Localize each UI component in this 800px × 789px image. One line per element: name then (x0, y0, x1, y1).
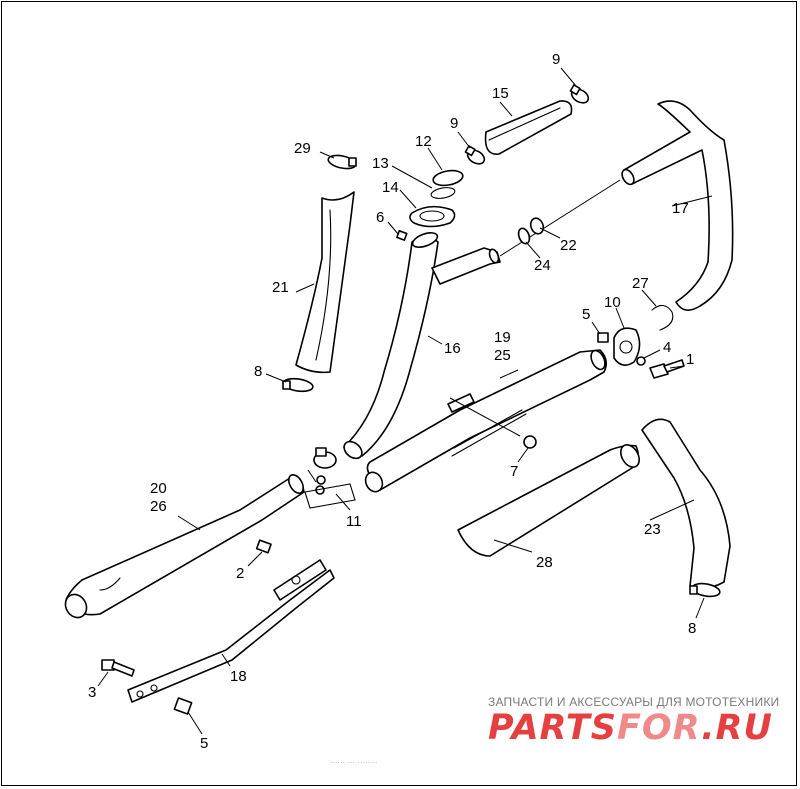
front-muffler (64, 474, 305, 619)
callout-19: 19 (494, 329, 511, 346)
callout-21: 21 (272, 279, 289, 296)
callout-23: 23 (644, 521, 661, 538)
heat-shield-front (484, 100, 573, 155)
hose-clamp-8b (689, 582, 721, 598)
hose-clamp-mid (464, 145, 486, 165)
bolt-2 (255, 539, 272, 554)
watermark-caption: ЗАПЧАСТИ И АКСЕССУАРЫ ДЛЯ МОТОТЕХНИКИ (488, 695, 780, 709)
callout-28: 28 (536, 554, 553, 571)
ring-24 (517, 227, 531, 245)
rear-head-pipe (621, 100, 734, 311)
callout-27: 27 (632, 275, 649, 292)
callout-4: 4 (663, 339, 671, 356)
watermark-logo-part3: .RU (701, 708, 773, 748)
callout-2: 2 (236, 565, 244, 582)
callout-25: 25 (494, 347, 511, 364)
callout-8-right: 8 (688, 620, 696, 637)
nut-5a (597, 332, 609, 343)
callout-6: 6 (376, 209, 384, 226)
spring-clip (651, 304, 674, 331)
heat-shield-muffler (457, 444, 640, 557)
hose-clamp-29 (327, 154, 357, 170)
bolt-3 (101, 659, 135, 677)
rear-muffler (364, 349, 608, 493)
front-head-pipe (343, 232, 439, 460)
callout-1: 1 (686, 351, 694, 368)
callout-8-left: 8 (254, 363, 262, 380)
callout-16: 16 (444, 340, 461, 357)
lock-washer (636, 356, 646, 366)
callout-9-mid: 9 (450, 115, 458, 132)
callout-26: 26 (150, 498, 167, 515)
callout-7: 7 (510, 463, 518, 480)
small-nut (396, 230, 408, 241)
watermark-logo-part1: PARTS (488, 708, 617, 748)
callout-9-upper: 9 (552, 51, 560, 68)
nut-5b (173, 697, 193, 715)
callout-29: 29 (294, 140, 311, 157)
watermark-logo-part2: FOR (617, 708, 702, 748)
callout-13: 13 (372, 155, 389, 172)
watermark-logo: PARTSFOR.RU (488, 708, 773, 748)
callout-22: 22 (560, 237, 577, 254)
callout-20: 20 (150, 480, 167, 497)
callout-15: 15 (492, 85, 509, 102)
muffler-clamp (613, 327, 641, 366)
hose-clamp-upper (569, 84, 590, 104)
flange-bolt (649, 359, 685, 379)
crossover-tube (431, 247, 501, 285)
retaining-ring (432, 169, 464, 187)
snap-ring (430, 187, 456, 199)
heat-shield-front-pipe (295, 191, 355, 374)
callout-11: 11 (346, 513, 362, 530)
clamp-kit (304, 447, 356, 509)
callout-3: 3 (88, 684, 96, 701)
callout-5-lower: 5 (200, 735, 208, 752)
callout-10: 10 (604, 294, 621, 311)
callout-12: 12 (415, 133, 432, 150)
callout-5-upper: 5 (582, 306, 590, 323)
assembly-line (499, 179, 621, 257)
hose-clamp-8a (282, 377, 314, 393)
callout-24: 24 (534, 257, 551, 274)
ring-22 (529, 217, 545, 235)
nut-7 (523, 435, 537, 449)
flange-gasket (409, 205, 456, 228)
muffler-bracket (127, 559, 335, 703)
callout-14: 14 (382, 179, 399, 196)
callout-labels: 9 15 9 12 29 13 14 6 17 22 24 21 27 10 5… (88, 51, 696, 752)
callout-leaders (97, 67, 713, 735)
callout-18: 18 (230, 668, 247, 685)
faint-footer-text: ...... ... ........ (330, 755, 378, 765)
callout-17: 17 (672, 200, 689, 217)
